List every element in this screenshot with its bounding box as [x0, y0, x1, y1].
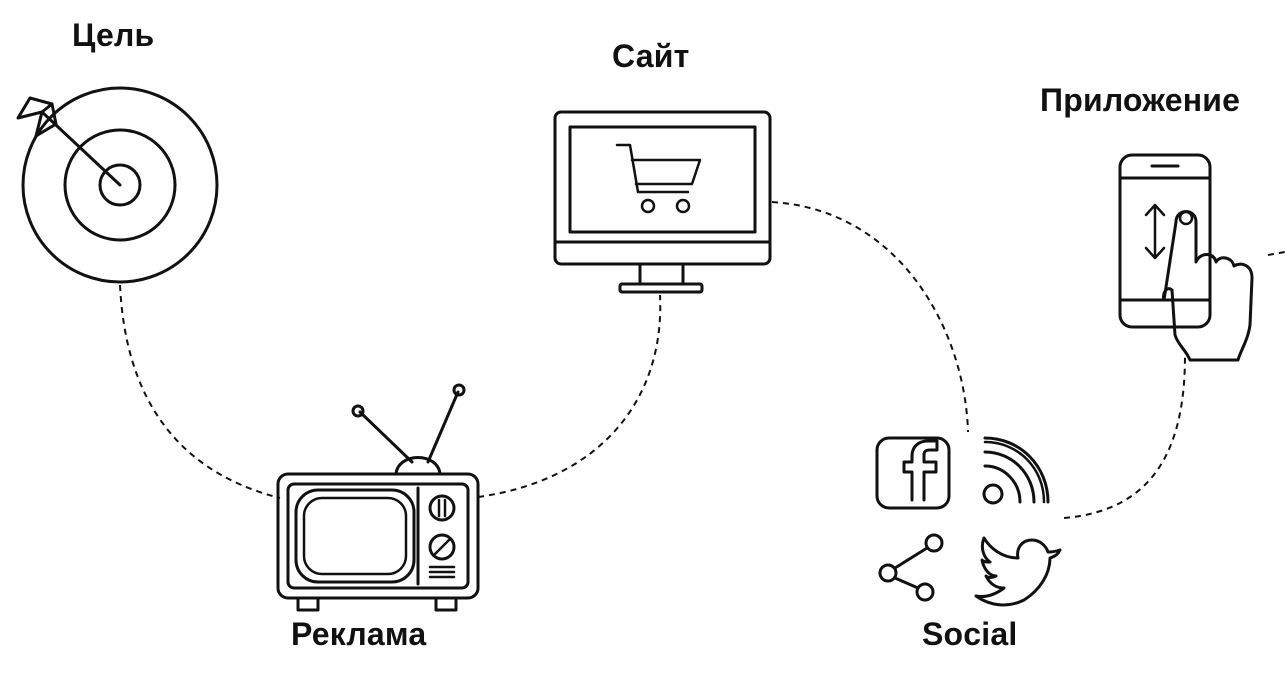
connector-goal-ads — [119, 284, 281, 499]
facebook-icon — [875, 436, 951, 510]
ads-label: Реклама — [291, 616, 427, 652]
connector-site-social — [771, 201, 969, 433]
twitter-icon — [974, 536, 1062, 607]
share-icon — [878, 533, 944, 602]
connector-ads-site — [477, 294, 662, 498]
app-label: Приложение — [1040, 82, 1241, 118]
smartphone-touch-icon — [1118, 153, 1254, 362]
connector-app-out — [1267, 251, 1285, 256]
social-label: Social — [922, 616, 1018, 652]
connector-social-app — [1063, 354, 1186, 519]
target-icon — [16, 86, 219, 284]
retro-tv-icon — [276, 383, 480, 612]
goal-label: Цель — [72, 17, 155, 53]
site-label: Сайт — [612, 38, 690, 74]
rss-icon — [982, 436, 1050, 505]
monitor-cart-icon — [553, 110, 772, 294]
